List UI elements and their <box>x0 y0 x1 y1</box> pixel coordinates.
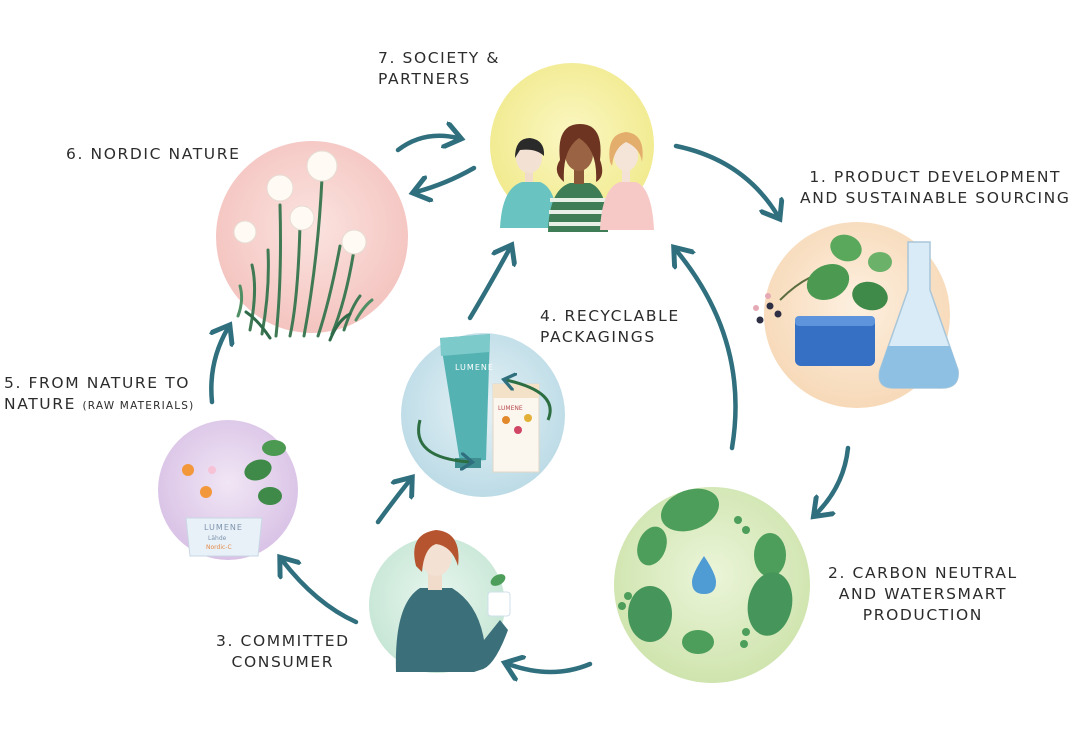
arrow-carbon-to-society <box>676 250 738 451</box>
arrow-carbon-to-consumer <box>508 664 593 672</box>
cotton-grass-illustration <box>233 150 374 342</box>
label-line-wrap: nature (raw materials) <box>4 394 194 417</box>
label-line: and sustainable sourcing <box>800 189 1071 207</box>
label-line: nature <box>4 395 76 413</box>
cycle-arrows <box>211 136 851 672</box>
jar-brand-text: LUMENE <box>204 523 243 532</box>
label-committed-consumer: 3. Committed consumer <box>216 631 350 673</box>
arrow-consumer-to-raw <box>282 560 359 625</box>
arrow-society-to-product <box>673 143 778 216</box>
label-product-development: 1. Product development and sustainable s… <box>800 167 1071 209</box>
arrow-raw-to-nature <box>211 328 228 405</box>
arrow-recycle-to-society <box>467 248 510 321</box>
consumer-illustration <box>395 530 511 672</box>
label-society-partners: 7. Society & partners <box>378 48 500 90</box>
label-line: 2. Carbon neutral <box>828 564 1018 582</box>
label-from-nature-to-nature: 5. From nature to nature (raw materials) <box>4 373 194 417</box>
carbon-neutral-illustration <box>618 488 793 654</box>
arrow-consumer-to-recycle <box>375 480 410 525</box>
label-line: 1. Product development <box>809 168 1062 186</box>
label-line: 3. Committed <box>216 632 350 650</box>
recyclable-packaging-illustration: LUMENE LUMENE <box>417 334 552 473</box>
raw-materials-illustration: LUMENE Lähde Nordic-C <box>182 440 286 557</box>
label-line: production <box>862 606 984 624</box>
label-line: partners <box>378 70 471 88</box>
label-line: 6. Nordic nature <box>66 145 241 163</box>
arrow-society-to-nature <box>416 165 477 192</box>
box-brand-text: LUMENE <box>498 405 523 412</box>
label-nordic-nature: 6. Nordic nature <box>66 144 241 165</box>
label-line: 7. Society & <box>378 49 501 67</box>
label-carbon-neutral: 2. Carbon neutral and watersmart product… <box>828 563 1018 626</box>
label-recyclable-packagings: 4. Recyclable packagings <box>540 306 680 348</box>
arrow-product-to-carbon <box>816 445 851 514</box>
jar-line-text: Lähde <box>208 535 227 542</box>
people-illustration <box>500 124 654 232</box>
jar-sub-text: Nordic-C <box>206 544 232 551</box>
label-line: consumer <box>231 653 335 671</box>
tube-brand-text: LUMENE <box>455 363 494 372</box>
product-development-illustration <box>753 234 959 389</box>
nature-circle <box>216 141 408 333</box>
label-line: 5. From nature to <box>4 374 191 392</box>
label-line: packagings <box>540 328 656 346</box>
label-line: 4. Recyclable <box>540 307 680 325</box>
label-note: (raw materials) <box>82 400 195 412</box>
label-line: and watersmart <box>838 585 1008 603</box>
arrow-nature-to-society <box>395 136 458 153</box>
